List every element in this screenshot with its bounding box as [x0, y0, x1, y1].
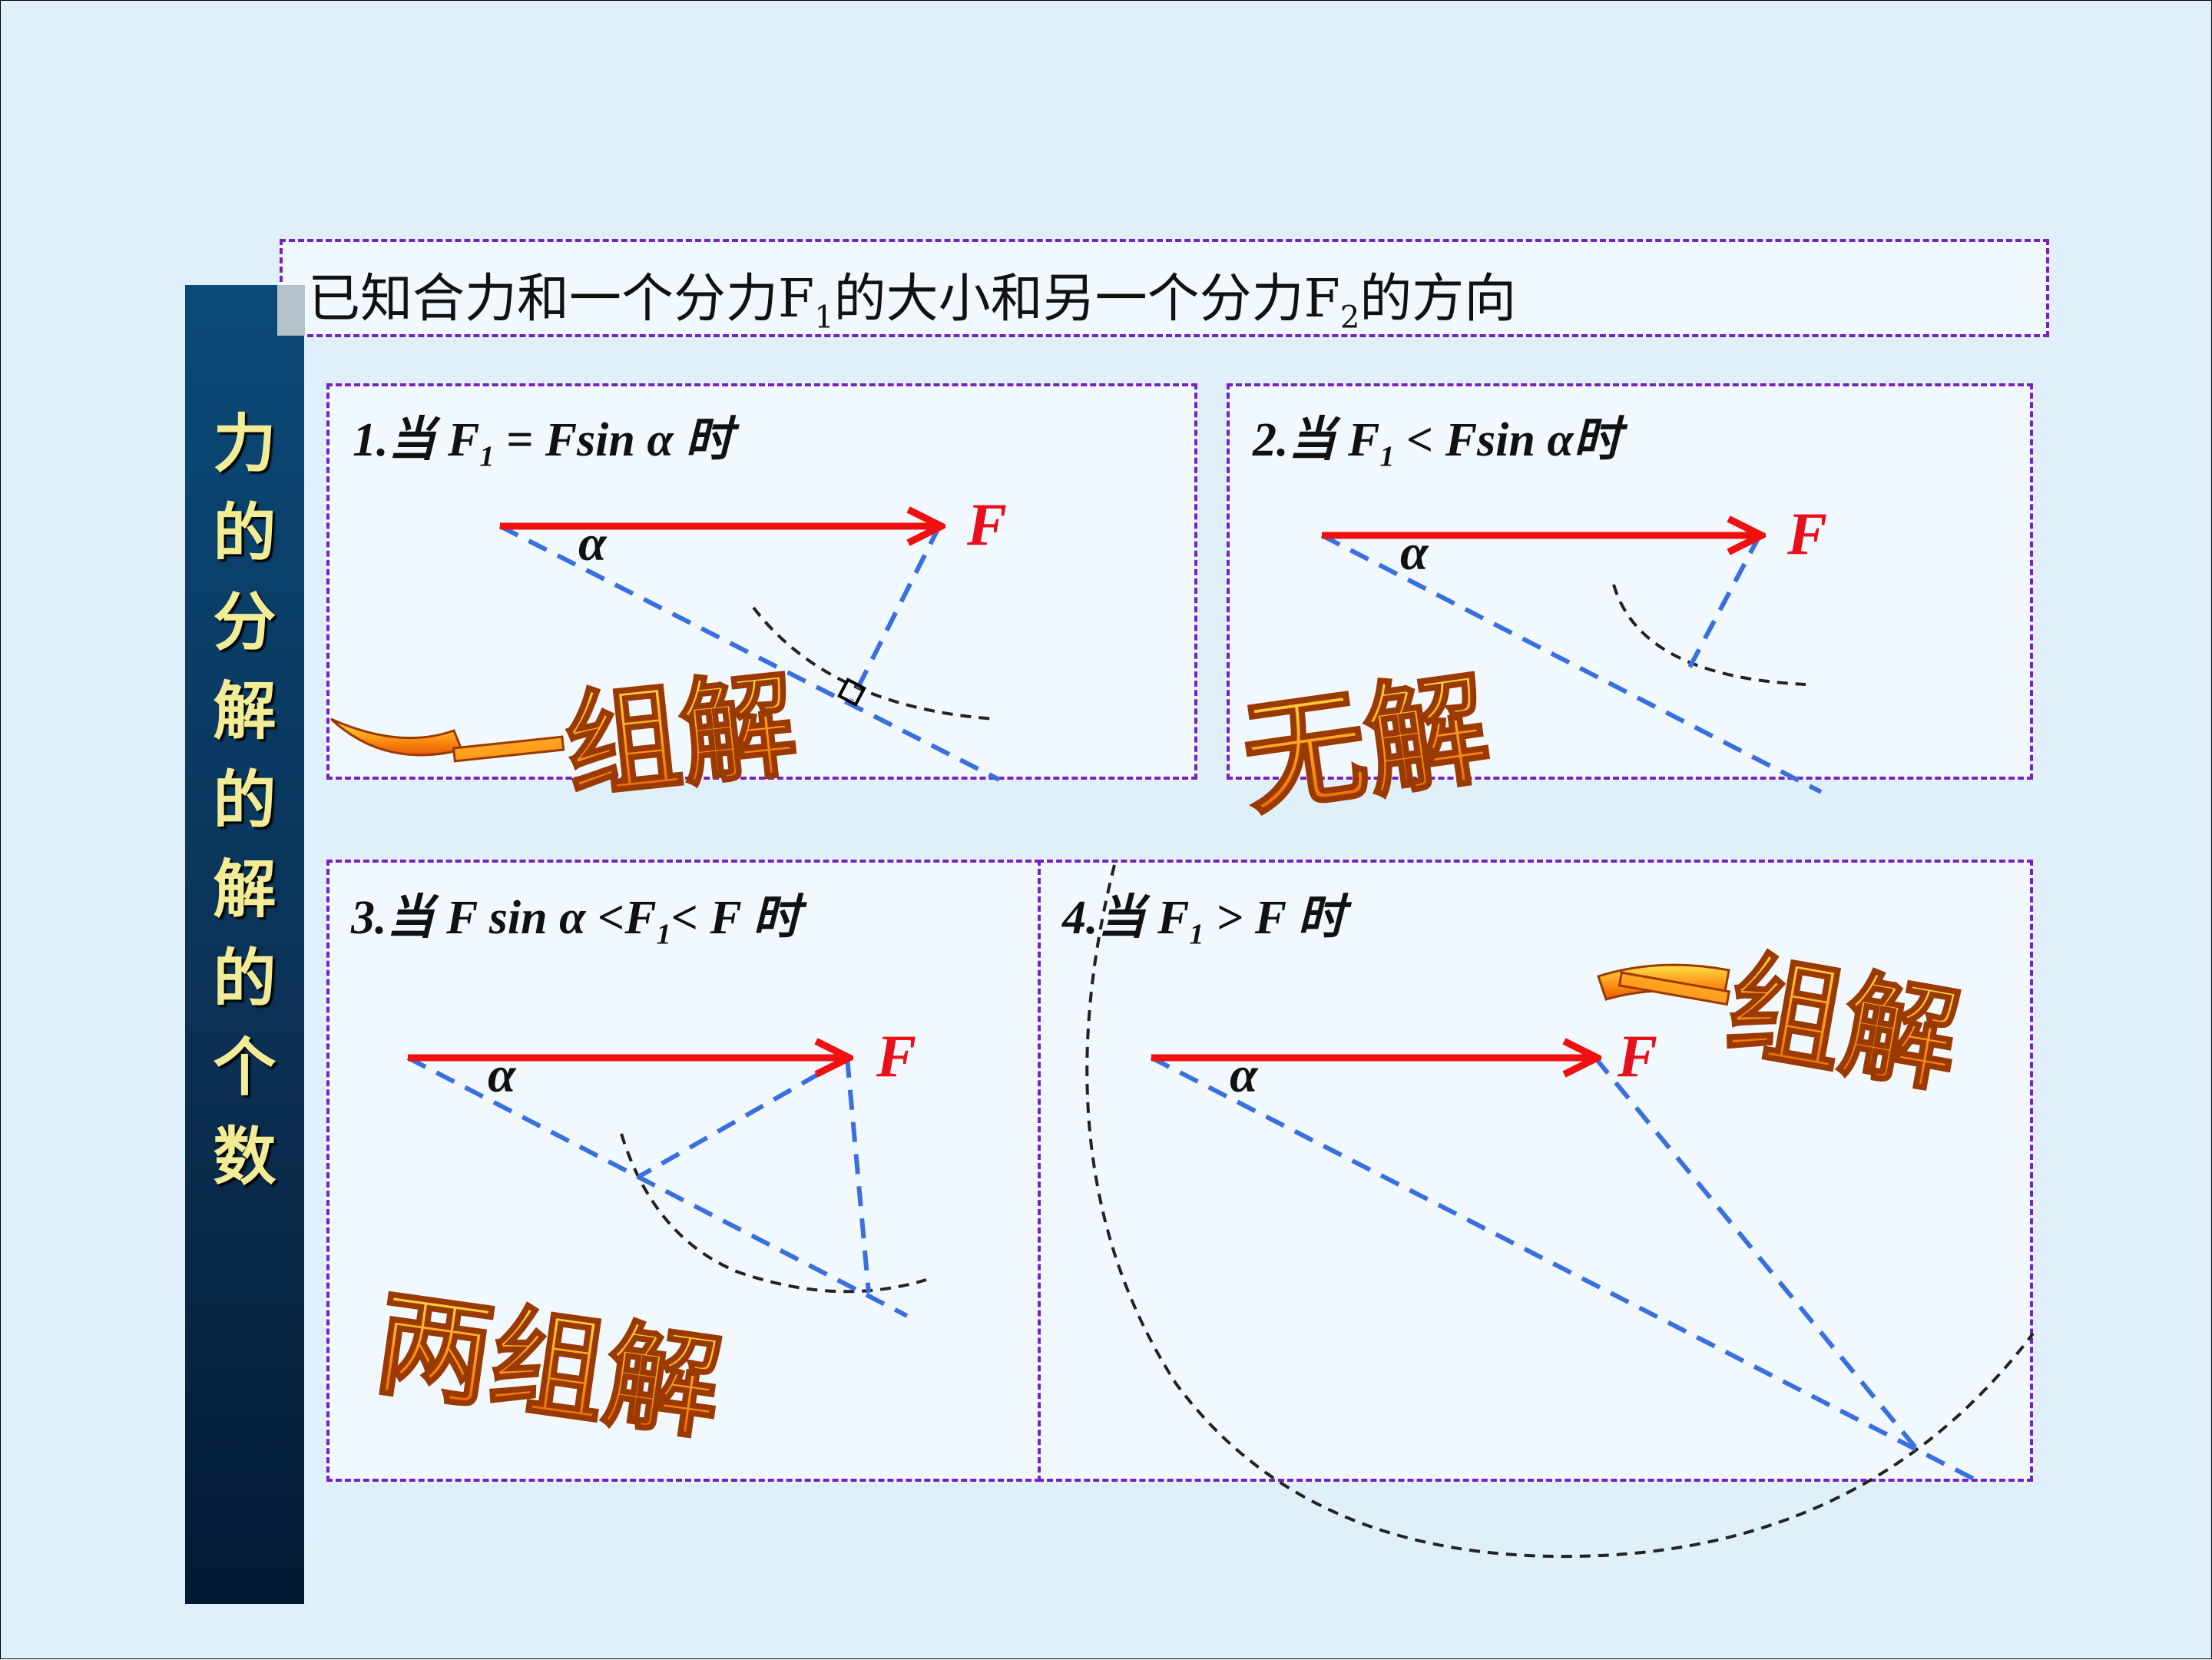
- panel-4-f1-segment: [1593, 1056, 1923, 1456]
- panel-1-swoosh: [329, 717, 464, 757]
- panel-2-f1-segment: [1684, 534, 1762, 674]
- panel-1-angle-label: α: [578, 515, 608, 572]
- sidebar-title-char: 解: [213, 853, 276, 926]
- panel-4-f2-direction: [1150, 1055, 1984, 1486]
- sidebar-title-char: 个: [213, 1032, 276, 1105]
- panel-4-swoosh: [1597, 963, 1730, 1001]
- panel-3-title: 3.当 F sin α <F1< F 时: [351, 892, 801, 951]
- sidebar-title-char: 解: [213, 675, 276, 748]
- panel-1-f1-segment: [849, 525, 942, 701]
- panel-2-angle-label: α: [1400, 525, 1429, 581]
- panel-4-result: 一组解: [1604, 918, 1968, 1110]
- panel-2-title: 2.当 F1 < Fsin α时: [1253, 414, 1621, 473]
- panel-3-force-label: F: [876, 1022, 916, 1089]
- panel-4-diagram: F α 一组解: [1085, 864, 2035, 1559]
- panel-4-arc: [1085, 864, 2035, 1559]
- panel-3-diagram: F α 两组解: [367, 1022, 927, 1458]
- panel-1-force-label: F: [966, 491, 1007, 558]
- panel-1-f2-direction: [498, 524, 1001, 782]
- sidebar-title-char: 分: [213, 586, 276, 659]
- panel-2-f2-direction: [1320, 533, 1823, 794]
- header-box: [280, 239, 2049, 337]
- panel-4-angle-label: α: [1230, 1047, 1259, 1103]
- panel-3-f2-direction: [406, 1055, 909, 1318]
- sidebar: [185, 285, 304, 1604]
- panel-3-angle-label: α: [488, 1047, 517, 1103]
- panel-3-arc: [620, 1133, 927, 1294]
- sidebar-title-char: 的: [213, 943, 276, 1016]
- panel-1-right-angle-mark: [837, 678, 866, 707]
- panel-3-f1-segment-a: [638, 1055, 849, 1178]
- panel-1-box: [326, 383, 1197, 780]
- panel-3-f1-segment-b: [845, 1057, 871, 1294]
- sidebar-title-char: 数: [213, 1121, 276, 1194]
- panel-3-result: 两组解: [368, 1277, 729, 1457]
- panel-1-title: 1.当 F1 = Fsin α 时: [353, 414, 733, 473]
- panel-4-title: 4.当 F1 > F 时: [1062, 892, 1346, 951]
- sidebar-title-char: 力: [213, 408, 276, 481]
- panel-3-box: [326, 860, 1041, 1482]
- panel-1-result: 一组解: [445, 658, 803, 827]
- panel-4-force-label: F: [1617, 1022, 1657, 1089]
- panel-2-box: [1227, 383, 2033, 780]
- panel-2-diagram: F α 无解: [1233, 500, 1827, 833]
- sidebar-title: 力 的 分 解 的 解 的 个 数: [185, 400, 304, 1202]
- sidebar-corner: [277, 285, 305, 336]
- sidebar-title-char: 的: [213, 764, 276, 837]
- panel-2-result: 无解: [1234, 656, 1498, 833]
- panel-2-arc: [1612, 584, 1806, 686]
- panel-1-diagram: F α 一组解: [329, 491, 1007, 828]
- panel-2-force-label: F: [1786, 500, 1827, 567]
- header-title: 已知合力和一个分力F1的大小和另一个分力F2的方向: [308, 269, 1517, 336]
- panel-4-box: [1038, 860, 2033, 1482]
- sidebar-title-char: 的: [213, 497, 276, 570]
